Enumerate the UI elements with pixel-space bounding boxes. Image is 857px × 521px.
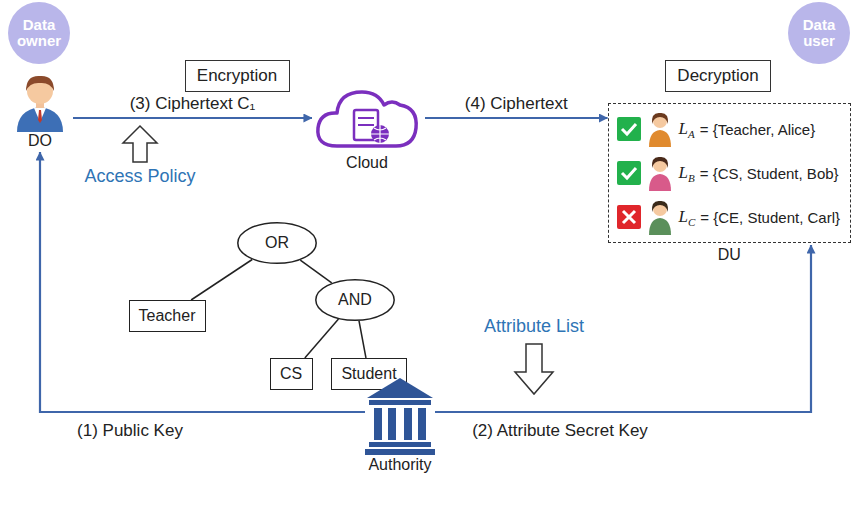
cloud-outline — [318, 92, 416, 146]
node-label: Cloud — [312, 154, 422, 172]
shirt — [34, 108, 46, 122]
cross-stroke — [623, 211, 635, 223]
person-icon — [12, 70, 68, 132]
node-label: CS — [280, 365, 302, 383]
connector — [40, 152, 365, 412]
user-row: LA = {Teacher, Alice} — [617, 107, 840, 151]
attribute-box: CS — [270, 358, 313, 390]
beam — [369, 400, 431, 405]
hollow-down-arrow — [515, 344, 553, 394]
node-label: Decryption — [677, 66, 758, 86]
cloud-icon — [312, 82, 422, 154]
row-text: A — [688, 128, 695, 140]
roof — [367, 378, 433, 398]
attribute-box: Teacher — [129, 300, 206, 332]
node-label: AND — [338, 291, 372, 309]
edge-label: (3) Ciphertext C₁ — [128, 94, 258, 114]
node-label: Teacher — [139, 307, 196, 325]
column — [388, 408, 396, 440]
connector — [435, 245, 811, 412]
column — [404, 408, 412, 440]
base — [369, 442, 431, 447]
group-label: DU — [609, 246, 850, 264]
node-label: Student — [341, 365, 396, 383]
user-hair — [651, 113, 667, 124]
building-icon — [365, 376, 435, 456]
note-label: Attribute List — [434, 316, 634, 337]
node-label: Encryption — [197, 66, 277, 86]
row-text: C — [688, 216, 695, 228]
user-icon — [647, 111, 673, 147]
cross-mark — [617, 205, 641, 229]
check-ground — [617, 117, 641, 141]
column — [374, 408, 382, 440]
node-label: Data owner — [8, 17, 70, 50]
ellipse-shape — [238, 223, 316, 264]
hollow-up-arrow — [123, 126, 157, 162]
gate-ellipse: OR — [237, 222, 317, 264]
edge-label: (4) Ciphertext — [463, 94, 570, 114]
globe — [371, 125, 389, 143]
note-label: Access Policy — [40, 166, 240, 187]
edge-label: (1) Public Key — [75, 421, 185, 441]
tie — [38, 110, 42, 123]
row-text: L — [679, 119, 688, 139]
row-text: L — [679, 163, 688, 183]
ellipse-shape — [316, 280, 394, 321]
connector — [359, 321, 366, 358]
row-text: = {CS, Student, Bob} — [700, 165, 839, 182]
globe-lines — [371, 125, 389, 143]
user-body — [649, 130, 671, 147]
gate-ellipse: AND — [315, 279, 395, 321]
user-row: LC = {CE, Student, Carl} — [617, 195, 840, 239]
user-row: LB = {CS, Student, Bob} — [617, 151, 840, 195]
data-owner-icon: DO — [10, 70, 70, 150]
check-ground — [617, 161, 641, 185]
stage-box: Decryption — [665, 60, 771, 92]
connector — [191, 260, 252, 301]
node-label: DO — [10, 132, 70, 150]
user-hair — [651, 201, 667, 212]
server-slot — [358, 124, 374, 126]
connector — [425, 117, 608, 119]
row-text: L — [679, 207, 688, 227]
user-body — [649, 174, 671, 191]
actor-circle: Data user — [788, 2, 850, 64]
cross-ground — [617, 205, 641, 229]
edge-label: (2) Attribute Secret Key — [470, 421, 650, 441]
check-mark — [617, 161, 641, 185]
connector — [305, 319, 339, 358]
suit — [17, 107, 63, 132]
stage-box: Encryption — [185, 60, 290, 92]
user-icon — [647, 155, 673, 191]
user-hair — [651, 157, 667, 168]
row-text: = {Teacher, Alice} — [700, 121, 816, 138]
row-text: B — [688, 172, 695, 184]
node-label: Authority — [358, 456, 442, 474]
check-stroke — [622, 124, 636, 134]
connector — [300, 260, 331, 283]
check-stroke — [622, 168, 636, 178]
column — [418, 408, 426, 440]
connector — [73, 117, 312, 119]
user-icon — [647, 199, 673, 235]
hair — [26, 76, 54, 91]
node-label: OR — [265, 234, 289, 252]
base — [365, 449, 435, 455]
data-user-group: LA= {Teacher, Alice}LB= {CS, Student, Bo… — [608, 103, 851, 243]
row-text: = {CE, Student, Carl} — [700, 209, 840, 226]
user-body — [649, 218, 671, 235]
authority-icon: Authority — [358, 376, 442, 474]
actor-circle: Data owner — [8, 2, 70, 64]
server-slot — [358, 117, 374, 119]
check-mark — [617, 117, 641, 141]
node-label: Data user — [788, 17, 850, 50]
cloud-icon-node: Cloud — [312, 82, 422, 172]
